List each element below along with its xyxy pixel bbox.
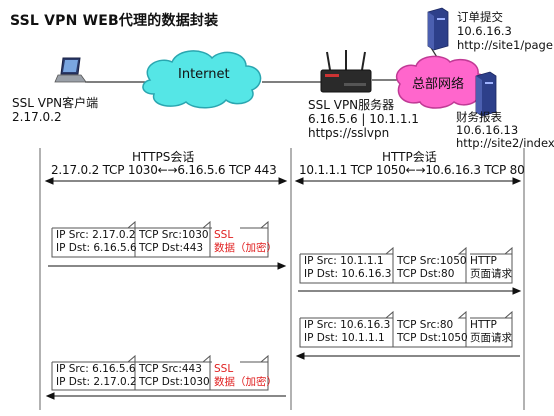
packet-1-ip-header: IP Src: 2.17.0.2 IP Dst: 6.16.5.6 (56, 229, 137, 255)
server-name: SSL VPN服务器 (308, 98, 395, 112)
packet-3-payload-desc: 页面请求 (470, 332, 512, 344)
http-session-arrow (294, 177, 522, 185)
arrow-p2 (298, 287, 522, 295)
packet-3-tcp-src: TCP Src:80 (397, 319, 454, 331)
server-ips: 6.16.5.6 | 10.1.1.1 (308, 112, 419, 126)
https-session-label: HTTPS会话 (132, 150, 195, 164)
hq-network-label: 总部网络 (412, 77, 465, 92)
packet-2-ip-header: IP Src: 10.1.1.1 IP Dst: 10.6.16.3 (304, 255, 391, 281)
packet-3-payload: HTTP 页面请求 (470, 319, 512, 345)
arrow-p1 (48, 262, 287, 270)
client-name: SSL VPN客户端 (12, 96, 99, 110)
client-ip: 2.17.0.2 (12, 110, 62, 124)
packet-4-payload: SSL 数据（加密） (214, 363, 277, 389)
packet-4-payload-desc: 数据（加密） (214, 376, 277, 388)
site1-url: http://site1/page (457, 38, 553, 52)
packet-3-frame (299, 317, 513, 348)
packet-2-tcp-dst: TCP Dst:80 (397, 268, 455, 280)
site1-ip: 10.6.16.3 (457, 24, 512, 38)
packet-1-payload: SSL 数据（加密） (214, 229, 277, 255)
internet-label: Internet (178, 67, 230, 82)
vpn-server-icon (320, 50, 372, 93)
http-session-label: HTTP会话 (382, 150, 437, 164)
packet-1-payload-desc: 数据（加密） (214, 242, 277, 254)
packet-2-payload-desc: 页面请求 (470, 268, 512, 280)
arrow-p4 (45, 392, 286, 400)
packet-1-tcp-header: TCP Src:1030 TCP Dst:443 (139, 229, 209, 255)
packet-3-ip-src: IP Src: 10.6.16.3 (304, 319, 391, 331)
packet-1-tcp-src: TCP Src:1030 (139, 229, 209, 241)
packet-3-ip-dst: IP Dst: 10.1.1.1 (304, 332, 385, 344)
packet-2-tcp-header: TCP Src:1050 TCP Dst:80 (397, 255, 467, 281)
packet-2-frame (299, 253, 513, 284)
packet-3-ip-header: IP Src: 10.6.16.3 IP Dst: 10.1.1.1 (304, 319, 390, 345)
packet-4-tcp-dst: TCP Dst:1030 (139, 376, 210, 388)
server-url: https://sslvpn (308, 126, 390, 140)
internet-cloud-icon (142, 50, 262, 109)
packet-2-ip-src: IP Src: 10.1.1.1 (304, 255, 384, 267)
diagram-title: SSL VPN WEB代理的数据封装 (10, 13, 219, 29)
packet-4-payload-type: SSL (214, 363, 234, 375)
laptop-icon (54, 57, 87, 83)
packet-4-ip-src: IP Src: 6.16.5.6 (56, 363, 136, 375)
arrow-p3 (295, 352, 520, 360)
https-session-flow: 2.17.0.2 TCP 1030←→6.16.5.6 TCP 443 (51, 163, 277, 177)
packet-4-tcp-src: TCP Src:443 (139, 363, 202, 375)
packet-2-payload: HTTP 页面请求 (470, 255, 512, 281)
packet-4-tcp-header: TCP Src:443 TCP Dst:1030 (139, 363, 210, 389)
packet-4-ip-header: IP Src: 6.16.5.6 IP Dst: 2.17.0.2 (56, 363, 137, 389)
packet-2-ip-dst: IP Dst: 10.6.16.3 (304, 268, 392, 280)
packet-1-ip-src: IP Src: 2.17.0.2 (56, 229, 136, 241)
packet-1-ip-dst: IP Dst: 6.16.5.6 (56, 242, 137, 254)
packet-3-tcp-header: TCP Src:80 TCP Dst:1050 (397, 319, 468, 345)
http-session-flow: 10.1.1.1 TCP 1050←→10.6.16.3 TCP 80 (299, 163, 525, 177)
packet-2-payload-type: HTTP (470, 255, 497, 267)
https-session-arrow (44, 177, 288, 185)
packet-2-tcp-src: TCP Src:1050 (397, 255, 467, 267)
site1-server-icon (427, 7, 449, 51)
packet-1-payload-type: SSL (214, 229, 234, 241)
site2-name: 财务报表 (456, 110, 502, 124)
site2-ip: 10.6.16.13 (456, 123, 519, 137)
site2-server-icon (475, 71, 497, 117)
site1-name: 订单提交 (457, 10, 503, 24)
packet-4-ip-dst: IP Dst: 2.17.0.2 (56, 376, 137, 388)
packet-1-tcp-dst: TCP Dst:443 (139, 242, 204, 254)
packet-3-tcp-dst: TCP Dst:1050 (397, 332, 468, 344)
packet-3-payload-type: HTTP (470, 319, 497, 331)
site2-url: http://site2/index (456, 136, 554, 150)
